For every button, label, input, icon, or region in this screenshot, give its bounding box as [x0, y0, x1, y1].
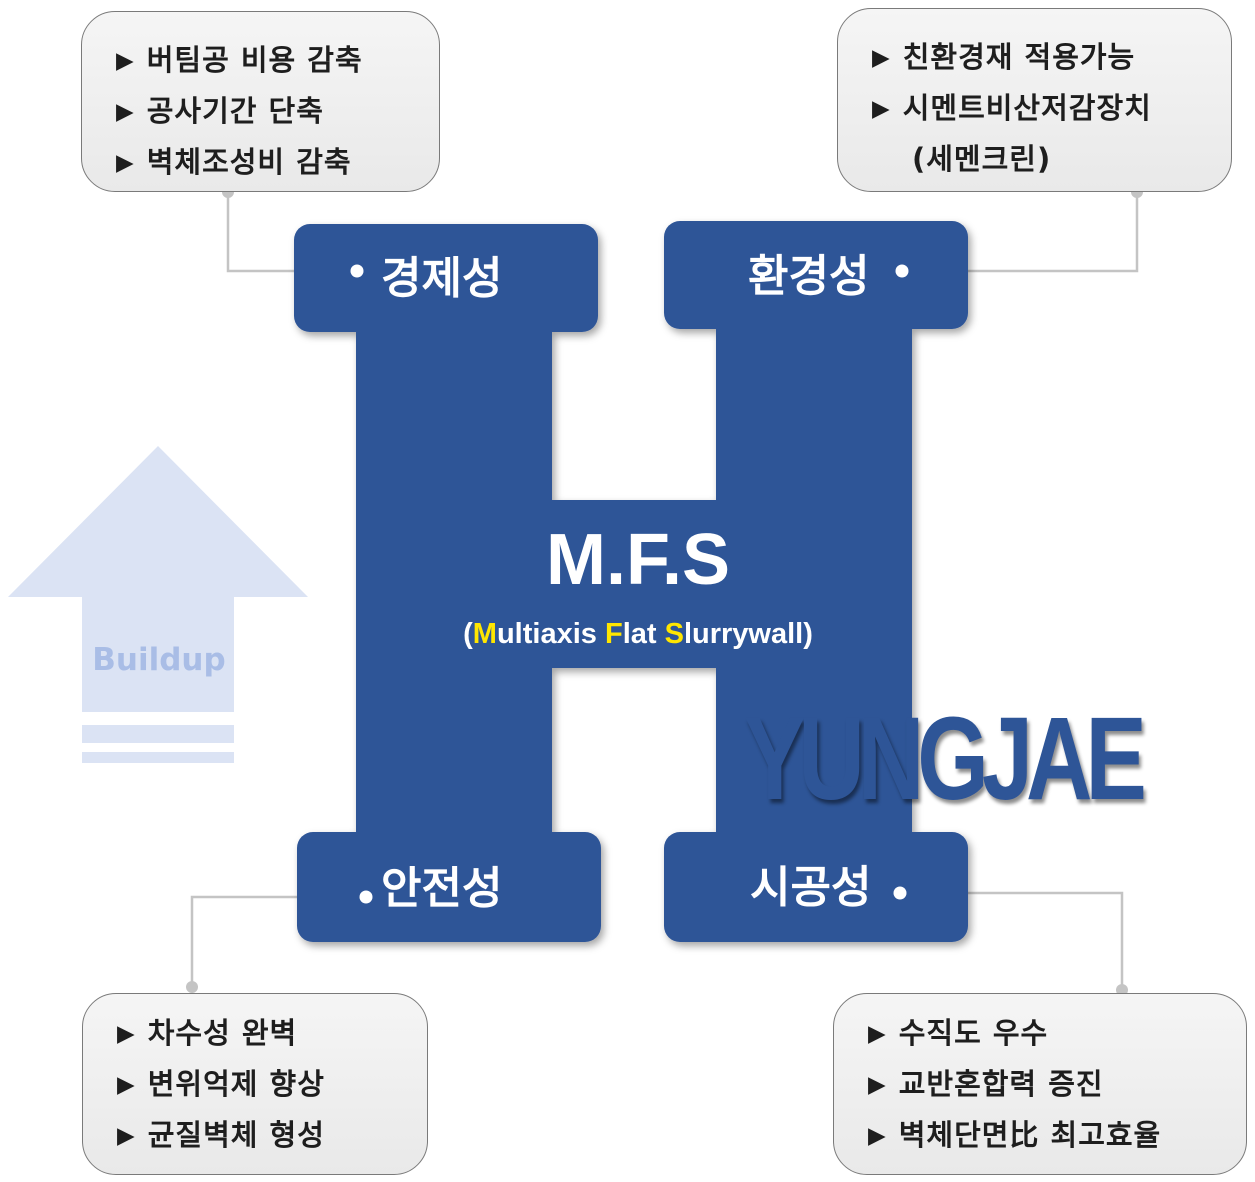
list-item: ▶수직도 우수 — [868, 1016, 1049, 1050]
list-item: ▶친환경재 적용가능 — [872, 40, 1136, 74]
bullet-icon: ▶ — [868, 1021, 887, 1047]
highlight-m: M — [472, 618, 497, 650]
list-item: ▶균질벽체 형성 — [117, 1118, 325, 1152]
center-subtitle: (Multiaxis Flat Slurrywall) — [463, 618, 813, 650]
bullet-icon: ▶ — [116, 99, 135, 125]
tab-economy — [294, 224, 598, 332]
tab-environment — [664, 221, 968, 329]
bullet-icon: ▶ — [117, 1021, 136, 1047]
tab-safety — [297, 832, 601, 942]
list-item: ▶버팀공 비용 감축 — [116, 43, 363, 77]
box-safety: ▶차수성 완벽 ▶변위억제 향상 ▶균질벽체 형성 — [82, 993, 428, 1175]
bullet-icon: ▶ — [868, 1072, 887, 1098]
box-environment: ▶친환경재 적용가능 ▶시멘트비산저감장치 (세멘크린) — [837, 8, 1232, 192]
bullet-icon: ▶ — [117, 1123, 136, 1149]
bullet-icon: ▶ — [872, 96, 891, 122]
label-economy: 경제성 — [381, 253, 503, 304]
bullet-icon: ▶ — [117, 1072, 136, 1098]
tab-dots — [350, 264, 909, 904]
box-workability: ▶수직도 우수 ▶교반혼합력 증진 ▶벽체단면比 최고효율 — [833, 993, 1247, 1175]
tab-workability — [664, 832, 968, 942]
bullet-icon: ▶ — [868, 1123, 887, 1149]
list-item: ▶시멘트비산저감장치 — [872, 91, 1152, 125]
box-economy: ▶버팀공 비용 감축 ▶공사기간 단축 ▶벽체조성비 감축 — [81, 11, 440, 192]
label-workability: 시공성 — [750, 862, 872, 913]
label-environment: 환경성 — [748, 251, 870, 302]
buildup-label: Buildup — [92, 642, 226, 678]
list-item: ▶교반혼합력 증진 — [868, 1067, 1104, 1101]
bullet-icon: ▶ — [872, 45, 891, 71]
list-item-continuation: (세멘크린) — [912, 142, 1052, 176]
h-block — [294, 221, 968, 942]
highlight-f: F — [604, 618, 623, 650]
bullet-icon: ▶ — [116, 48, 135, 74]
buildup-arrow — [8, 446, 308, 763]
list-item: ▶차수성 완벽 — [117, 1016, 298, 1050]
list-item: ▶벽체조성비 감축 — [116, 145, 352, 179]
list-item: ▶공사기간 단축 — [116, 94, 324, 128]
bullet-icon: ▶ — [116, 150, 135, 176]
brand-logo: YUNGJAE — [744, 693, 1147, 825]
highlight-s: S — [664, 618, 684, 650]
center-title: M.F.S — [545, 520, 730, 600]
list-item: ▶벽체단면比 최고효율 — [868, 1118, 1162, 1152]
label-safety: 안전성 — [381, 863, 503, 914]
list-item: ▶변위억제 향상 — [117, 1067, 325, 1101]
